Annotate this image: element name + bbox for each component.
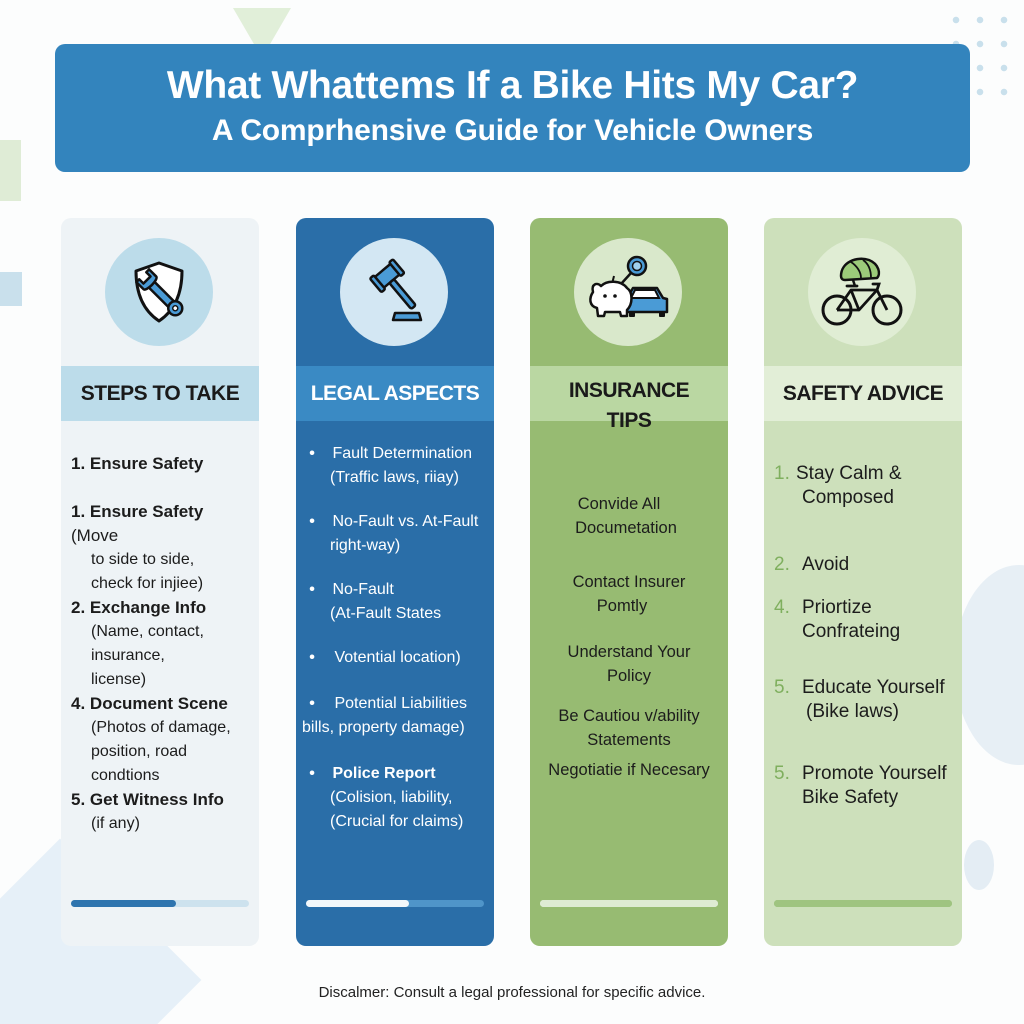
list-item: 4.Priortize Confrateing bbox=[774, 597, 901, 642]
card-heading: SAFETY ADVICE bbox=[764, 366, 962, 421]
decorative-green-block bbox=[0, 140, 21, 201]
piggy-bank-car-icon bbox=[574, 238, 682, 346]
card-legal-aspects: LEGAL ASPECTS • Fault Determination (Tra… bbox=[296, 218, 494, 946]
list-item: Negotiatie if Necesary bbox=[548, 761, 710, 779]
list-item: • No-Fault (At-Fault States bbox=[309, 581, 442, 622]
list-item: 5.Promote Yourself Bike Safety bbox=[774, 763, 947, 808]
progress-fill bbox=[540, 900, 718, 907]
decorative-circle-small bbox=[964, 840, 994, 890]
list-item: 1. Ensure Safety bbox=[71, 454, 204, 473]
list-item: 5. Get Witness Info (if any) bbox=[71, 790, 224, 832]
gavel-icon bbox=[340, 238, 448, 346]
list-item: • Votential location) bbox=[309, 649, 461, 666]
card-safety-advice: SAFETY ADVICE 1.Stay Calm & Composed 2.A… bbox=[764, 218, 962, 946]
page-title: What Whattems If a Bike Hits My Car? bbox=[166, 64, 859, 107]
decorative-blue-block bbox=[0, 272, 22, 306]
list-item: • Potential Liabilities bills, property … bbox=[302, 695, 467, 736]
disclaimer: Discalmer: Consult a legal professional … bbox=[318, 984, 706, 1001]
shield-wrench-icon bbox=[105, 238, 213, 346]
page-subtitle: A Comprhensive Guide for Vehicle Owners bbox=[211, 114, 814, 147]
progress-fill bbox=[306, 900, 410, 907]
list-item: 4. Document Scene (Photos of damage, pos… bbox=[71, 694, 231, 784]
decorative-circle bbox=[954, 565, 1024, 765]
progress-bar bbox=[540, 900, 718, 907]
card-heading: INSURANCE TIPS bbox=[530, 366, 728, 432]
card-heading: LEGAL ASPECTS bbox=[296, 366, 494, 421]
list-item: • No-Fault vs. At-Fault right-way) bbox=[309, 513, 479, 554]
progress-fill bbox=[71, 900, 177, 907]
bike-helmet-icon bbox=[808, 238, 916, 346]
list-item: 5.Educate Yourself (Bike laws) bbox=[774, 677, 945, 722]
title-banner: What Whattems If a Bike Hits My Car? A C… bbox=[55, 44, 970, 172]
list-item: 2. Exchange Info (Name, contact, insuran… bbox=[71, 598, 207, 688]
list-item: 1.Stay Calm & Composed bbox=[774, 463, 902, 508]
card-heading: STEPS TO TAKE bbox=[61, 366, 259, 421]
progress-bar bbox=[306, 900, 484, 907]
list-item: • Police Report (Colision, liability, (C… bbox=[309, 765, 464, 830]
list-item: 1. Ensure Safety (Move to side to side, … bbox=[71, 502, 204, 592]
list-item: Contact Insurer Pomtly bbox=[572, 573, 686, 615]
list-item: 2.Avoid bbox=[774, 554, 850, 575]
progress-fill bbox=[774, 900, 952, 907]
card-insurance-tips: INSURANCE TIPS Convide All Documetation … bbox=[530, 218, 728, 946]
list-item: Convide All Documetation bbox=[575, 495, 677, 537]
list-item: Understand Your Policy bbox=[567, 643, 691, 685]
card-steps-to-take: STEPS TO TAKE 1. Ensure Safety 1. Ensure… bbox=[61, 218, 259, 946]
progress-bar bbox=[774, 900, 952, 907]
list-item: Be Cautiou v/ability Statements bbox=[558, 707, 700, 749]
progress-bar bbox=[71, 900, 249, 907]
list-item: • Fault Determination (Traffic laws, rii… bbox=[309, 445, 473, 486]
